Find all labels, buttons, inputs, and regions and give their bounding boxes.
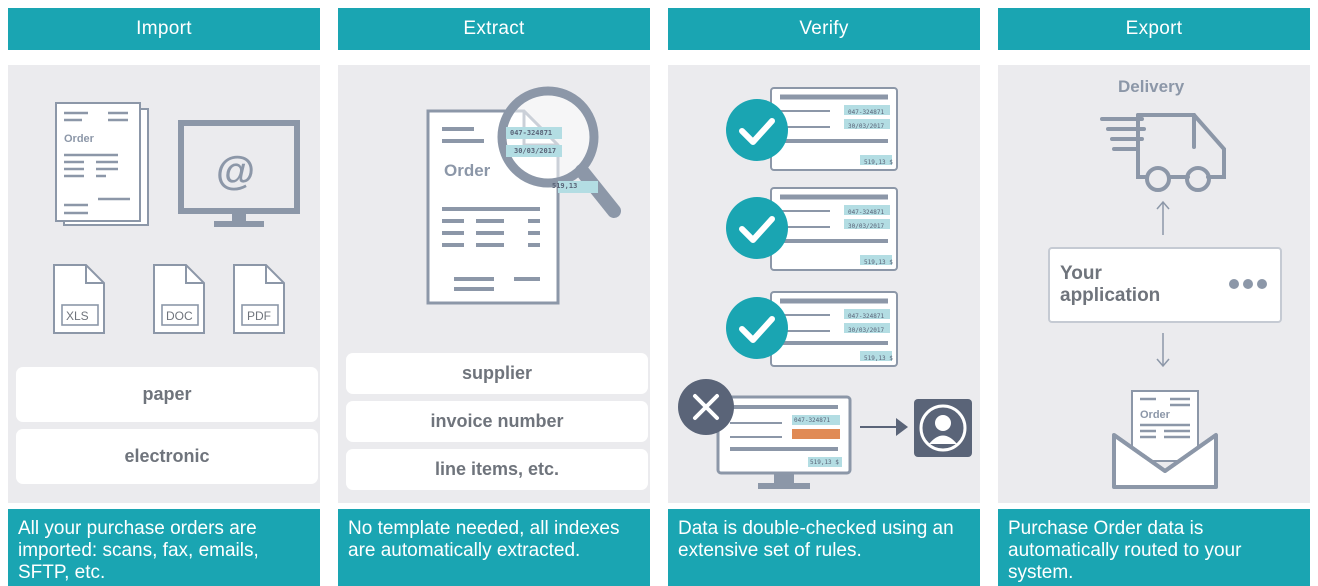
email-symbol: @ [216, 149, 256, 193]
extract-field-number: 047-324871 [510, 129, 553, 137]
verified-document-card [770, 87, 898, 171]
delivery-label: Delivery [1118, 77, 1185, 96]
cross-icon [678, 379, 734, 435]
rejected-document-monitor [716, 395, 852, 489]
step-description: All your purchase orders are imported: s… [8, 509, 320, 586]
envelope-order-label: Order [1140, 409, 1170, 421]
export-panel: Delivery Your application [998, 65, 1310, 503]
verify-field-amount: 519,13 $ [864, 159, 893, 166]
paper-document-icon [55, 102, 149, 226]
verify-field-amount: 519,13 $ [810, 459, 839, 466]
monitor-icon [178, 120, 300, 227]
doc-file-icon [153, 264, 205, 334]
verified-document-card [770, 291, 898, 367]
check-icon [726, 297, 788, 359]
verify-panel: 047-324871 30/03/2017 519,13 $ 047-32487… [668, 65, 980, 503]
step-title: Export [998, 8, 1310, 50]
step-title: Extract [338, 8, 650, 50]
verify-field-date: 30/03/2017 [848, 223, 885, 230]
extract-field-amount: 519,13 [552, 182, 578, 190]
step-title: Verify [668, 8, 980, 50]
order-document-label: Order [444, 161, 491, 180]
delivery-truck-icon [1100, 113, 1226, 192]
verify-field-amount: 519,13 $ [864, 259, 893, 266]
step-import: Import Order @ [8, 8, 320, 586]
step-description: Data is double-checked using an extensiv… [668, 509, 980, 586]
step-verify: Verify 047-324871 30/03/2017 519,13 $ [668, 8, 980, 586]
user-avatar-icon [914, 399, 972, 457]
import-option-paper: paper [16, 367, 318, 422]
step-extract: Extract Order 047-324871 30/03/2017 [338, 8, 650, 586]
more-dots-icon [1229, 279, 1267, 289]
check-icon [726, 99, 788, 161]
extract-field-supplier: supplier [346, 353, 648, 394]
verify-field-number: 047-324871 [794, 417, 831, 424]
magnifier-icon [497, 86, 621, 218]
verify-field-number: 047-324871 [848, 109, 885, 116]
extract-panel: Order 047-324871 30/03/2017 519,13 suppl… [338, 65, 650, 503]
step-export: Export Delivery Your application [998, 8, 1310, 586]
step-description: Purchase Order data is automatically rou… [998, 509, 1310, 586]
xls-file-icon [53, 264, 105, 334]
your-application-box [1048, 247, 1282, 323]
verify-field-date: 30/03/2017 [848, 123, 885, 130]
extract-field-date: 30/03/2017 [514, 147, 557, 155]
verify-field-number: 047-324871 [848, 313, 885, 320]
arrow-down-icon [1156, 333, 1170, 368]
arrow-up-icon [1156, 200, 1170, 235]
verify-field-amount: 519,13 $ [864, 355, 893, 362]
verify-field-number: 047-324871 [848, 209, 885, 216]
your-application-label-line2: application [1060, 285, 1161, 306]
step-description: No template needed, all indexes are auto… [338, 509, 650, 586]
import-option-electronic: electronic [16, 429, 318, 484]
step-title: Import [8, 8, 320, 50]
your-application-label-line1: Your [1060, 263, 1102, 284]
paper-document-label: Order [64, 133, 94, 145]
check-icon [726, 197, 788, 259]
extract-field-invoice-number: invoice number [346, 401, 648, 442]
order-envelope-icon [1112, 390, 1218, 489]
pdf-file-icon [233, 264, 285, 334]
extract-field-line-items: line items, etc. [346, 449, 648, 490]
doc-file-label: DOC [166, 309, 193, 323]
arrow-right-icon [860, 418, 908, 436]
xls-file-label: XLS [66, 309, 89, 323]
verify-field-date: 30/03/2017 [848, 327, 885, 334]
pdf-file-label: PDF [247, 309, 271, 323]
verified-document-card [770, 187, 898, 271]
import-panel: Order @ XLS DOC PDF paper electronic [8, 65, 320, 503]
